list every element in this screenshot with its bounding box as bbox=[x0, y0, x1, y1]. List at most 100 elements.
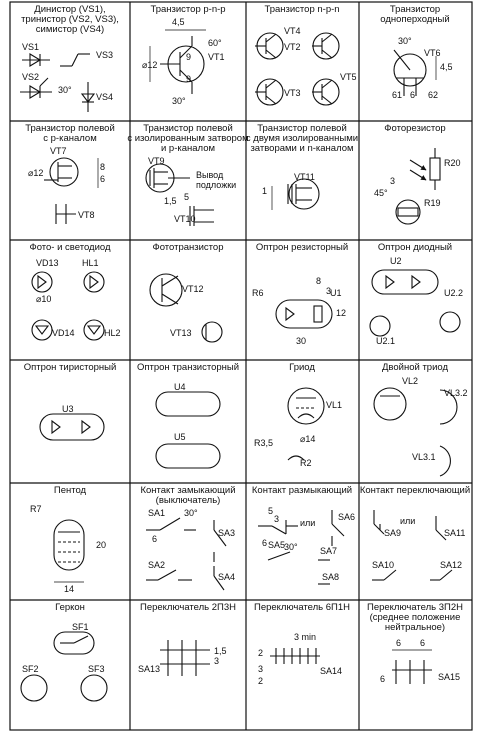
fet-dual-gate-title-line: с двумя изолированными bbox=[246, 133, 358, 144]
switch-3p2n-label: 6 bbox=[380, 674, 385, 684]
pnp-label: 4,5 bbox=[172, 17, 185, 27]
contact-break-label: SA6 bbox=[338, 512, 355, 522]
photo-led-label: ⌀10 bbox=[36, 294, 51, 304]
photo-led-label: VD13 bbox=[36, 258, 59, 268]
pnp-label: ⌀12 bbox=[142, 60, 157, 70]
dinistor-title-line: Динистор (VS1), bbox=[34, 4, 105, 15]
pentode-title-line: Пентод bbox=[54, 485, 87, 496]
photo-led-label: HL2 bbox=[104, 328, 121, 338]
photoresistor-title-line: Фоторезистор bbox=[384, 123, 445, 134]
switch-6p1n-symbol bbox=[270, 648, 320, 664]
switch-6p1n-label: 3 min bbox=[294, 632, 316, 642]
dinistor-label: VS2 bbox=[22, 72, 39, 82]
switch-2p3n-label: 1,5 bbox=[214, 646, 227, 656]
fet-insulated-title-line: и p-каналом bbox=[161, 143, 215, 154]
optocoupler-resistor-symbol bbox=[275, 299, 333, 329]
switch-3p2n-title-line: нейтральное) bbox=[385, 622, 445, 633]
pentode-label: 14 bbox=[64, 584, 74, 594]
fet-p-title-line: Транзистор полевой bbox=[25, 123, 115, 134]
fet-p-symbols bbox=[44, 157, 99, 224]
dinistor-title-line: симистор (VS4) bbox=[36, 24, 104, 35]
triode-title-line: Гриод bbox=[289, 362, 315, 373]
optocoupler-diode-label: U2.1 bbox=[376, 336, 395, 346]
pnp-label: 9 bbox=[186, 74, 191, 84]
contact-make-title-line: (выключатель) bbox=[156, 495, 221, 506]
switch-6p1n-title-line: Переключатель 6П1Н bbox=[254, 602, 350, 613]
fet-p-label: ⌀12 bbox=[28, 168, 43, 178]
pentode-label: 20 bbox=[96, 540, 106, 550]
npn-label: VT2 bbox=[284, 42, 301, 52]
photoresistor-label: 45° bbox=[374, 188, 388, 198]
phototransistor-label: VT12 bbox=[182, 284, 204, 294]
dinistor-title-line: тринистор (VS2, VS3), bbox=[21, 14, 119, 25]
reed-symbols bbox=[20, 631, 108, 702]
fet-insulated-symbols bbox=[145, 163, 214, 226]
switch-6p1n-label: SA14 bbox=[320, 666, 342, 676]
contact-break-label: или bbox=[300, 518, 315, 528]
fet-p-title-line: с p-каналом bbox=[43, 133, 96, 144]
optocoupler-thyristor-label: U3 bbox=[62, 404, 74, 414]
optocoupler-resistor-label: R6 bbox=[252, 288, 264, 298]
contact-make-label: SA2 bbox=[148, 560, 165, 570]
contact-changeover-label: или bbox=[400, 516, 415, 526]
dinistor-label: VS3 bbox=[96, 50, 113, 60]
optocoupler-resistor-label: 30 bbox=[296, 336, 306, 346]
optocoupler-transistor-label: U5 bbox=[174, 432, 186, 442]
photo-led-label: HL1 bbox=[82, 258, 99, 268]
fet-dual-gate-label: VT11 bbox=[294, 172, 315, 182]
optocoupler-diode-label: U2 bbox=[390, 256, 402, 266]
fet-insulated-label: VT9 bbox=[148, 156, 165, 166]
contact-break-label: 6 bbox=[262, 538, 267, 548]
contact-break-label: SA7 bbox=[320, 546, 337, 556]
reed-label: SF3 bbox=[88, 664, 105, 674]
npn-symbols bbox=[255, 32, 340, 106]
switch-3p2n-title-line: Переключатель 3П2Н bbox=[367, 602, 463, 613]
dinistor-label: VS4 bbox=[96, 92, 113, 102]
fet-insulated-title-line: Транзистор полевой bbox=[143, 123, 233, 134]
unijunction-label: 6 bbox=[410, 90, 415, 100]
contact-break-label: SA5 bbox=[268, 540, 285, 550]
contact-break-label: SA8 bbox=[322, 572, 339, 582]
unijunction-label: 4,5 bbox=[440, 62, 453, 72]
fet-insulated-label: Вывод bbox=[196, 170, 224, 180]
switch-6p1n-label: 2 bbox=[258, 676, 263, 686]
phototransistor-label: VT13 bbox=[170, 328, 192, 338]
optocoupler-resistor-label: 12 bbox=[336, 308, 346, 318]
fet-dual-gate-symbol bbox=[271, 178, 320, 210]
fet-p-label: VT7 bbox=[50, 146, 67, 156]
fet-dual-gate-title-line: затворами и n-каналом bbox=[250, 143, 353, 154]
npn-label: VT5 bbox=[340, 72, 357, 82]
unijunction-symbol bbox=[393, 49, 437, 96]
reed-title-line: Геркон bbox=[55, 602, 85, 613]
npn-label: VT3 bbox=[284, 88, 301, 98]
contact-make-label: SA1 bbox=[148, 508, 165, 518]
fet-dual-gate-title-line: Транзистор полевой bbox=[257, 123, 347, 134]
pnp-label: 30° bbox=[172, 96, 186, 106]
contact-break-label: 30° bbox=[284, 542, 298, 552]
fet-p-label: VT8 bbox=[78, 210, 95, 220]
double-triode-label: VL3.1 bbox=[412, 452, 436, 462]
contact-make-label: SA3 bbox=[218, 528, 235, 538]
photoresistor-label: 3 bbox=[390, 176, 395, 186]
contact-break-label: 5 bbox=[268, 506, 273, 516]
table-grid bbox=[9, 1, 473, 731]
switch-2p3n-title-line: Переключатель 2П3Н bbox=[140, 602, 236, 613]
reed-label: SF1 bbox=[72, 622, 89, 632]
contact-break-title-line: Контакт размыкающий bbox=[252, 485, 352, 496]
double-triode-label: VL3.2 bbox=[444, 388, 468, 398]
fet-insulated-label: 1,5 bbox=[164, 196, 177, 206]
photo-led-symbols bbox=[31, 271, 105, 341]
optocoupler-transistor-symbols bbox=[155, 391, 221, 469]
contact-changeover-label: SA9 bbox=[384, 528, 401, 538]
optocoupler-diode-title-line: Оптрон диодный bbox=[378, 242, 452, 253]
photo-led-label: VD14 bbox=[52, 328, 75, 338]
pnp-symbol bbox=[149, 29, 206, 94]
unijunction-label: 62 bbox=[428, 90, 438, 100]
unijunction-title-line: одноперходный bbox=[380, 14, 449, 25]
switch-3p2n-title-line: (среднее положение bbox=[370, 612, 461, 623]
contact-break-label: 3 bbox=[274, 514, 279, 524]
cell-titles: Динистор (VS1),тринистор (VS2, VS3),сими… bbox=[21, 4, 470, 633]
dinistor-label: 30° bbox=[58, 85, 72, 95]
switch-3p2n-label: 6 bbox=[396, 638, 401, 648]
